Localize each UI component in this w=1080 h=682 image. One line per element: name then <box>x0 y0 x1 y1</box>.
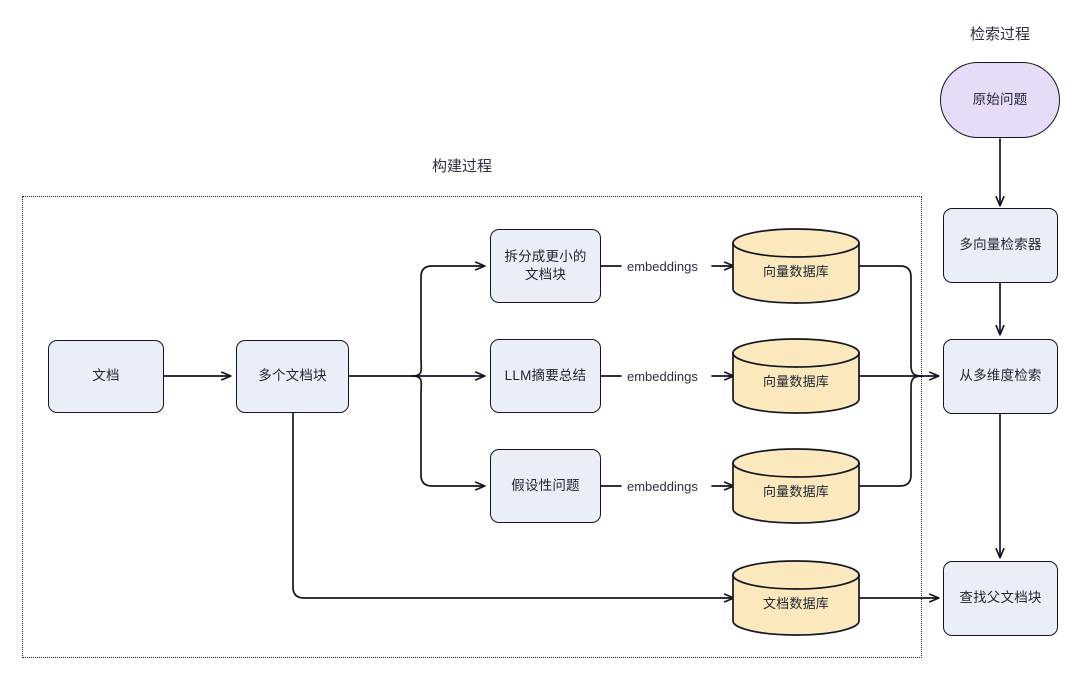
node-multi-dim-retrieve[interactable]: 从多维度检索 <box>943 339 1058 414</box>
vector-db-2-label: 向量数据库 <box>762 374 829 390</box>
node-find-parent-chunk[interactable]: 查找父文档块 <box>943 561 1058 636</box>
node-vector-db-3[interactable]: 向量数据库 <box>733 449 859 523</box>
node-document-db[interactable]: 文档数据库 <box>733 561 859 635</box>
node-hypothetical-questions[interactable]: 假设性问题 <box>490 449 601 523</box>
document-db-label: 文档数据库 <box>762 596 829 612</box>
node-vector-db-1[interactable]: 向量数据库 <box>733 229 859 303</box>
build-process-title: 构建过程 <box>431 158 492 175</box>
build-process-group-border <box>22 196 922 658</box>
node-original-question[interactable]: 原始问题 <box>940 62 1060 138</box>
vector-db-3-label: 向量数据库 <box>762 484 829 500</box>
edge-label-embeddings-3: embeddings <box>625 479 700 494</box>
vector-db-1-label: 向量数据库 <box>762 264 829 280</box>
node-chunks[interactable]: 多个文档块 <box>236 340 349 413</box>
edge-label-embeddings-2: embeddings <box>625 369 700 384</box>
edge-label-embeddings-1: embeddings <box>625 259 700 274</box>
node-document[interactable]: 文档 <box>48 340 164 413</box>
node-llm-summary[interactable]: LLM摘要总结 <box>490 339 601 413</box>
node-split-smaller[interactable]: 拆分成更小的文档块 <box>490 229 601 303</box>
retrieval-process-title: 检索过程 <box>969 26 1030 43</box>
node-vector-db-2[interactable]: 向量数据库 <box>733 339 859 413</box>
node-multi-vector-retriever[interactable]: 多向量检索器 <box>943 208 1058 283</box>
